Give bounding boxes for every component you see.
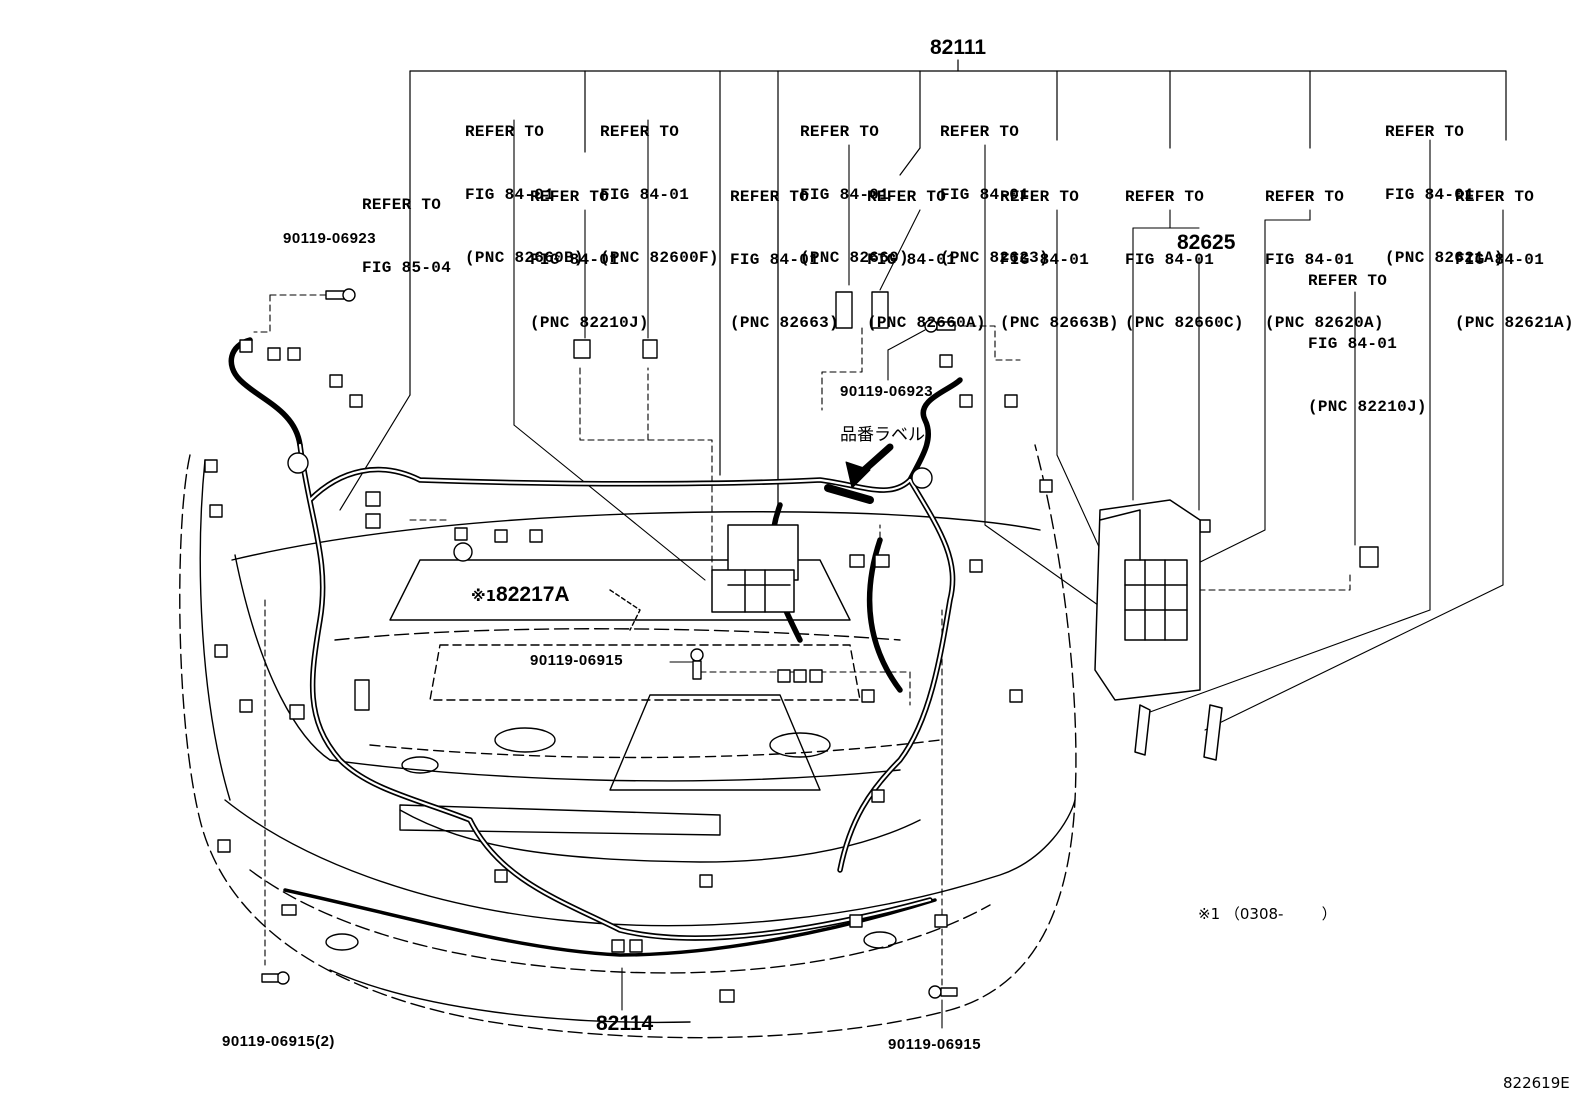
refer-fig: FIG 84-01 — [1125, 251, 1215, 269]
refer-label: REFER TO — [1125, 188, 1205, 206]
refer-fig: FIG 84-01 — [1455, 251, 1545, 269]
bolt-icon-bottom-left — [261, 971, 290, 985]
bolt-icon-top-left — [325, 288, 356, 302]
bolt-icon-center — [690, 648, 704, 680]
refer-label: REFER TO — [530, 188, 610, 206]
refer-label: REFER TO — [1455, 188, 1535, 206]
refer-pnc: (PNC 82600F) — [600, 249, 719, 267]
refer-82663: REFER TO FIG 84-01 (PNC 82663) — [730, 145, 839, 355]
bolt-icons — [261, 288, 958, 999]
refer-fig: FIG 84-01 — [1265, 251, 1355, 269]
refer-82621a-lower: REFER TO FIG 84-01 (PNC 82621A) — [1455, 145, 1574, 355]
refer-pnc: (PNC 82660B) — [465, 249, 584, 267]
bolt-part-number-bottom-left: 90119-06915(2) — [222, 1033, 335, 1050]
refer-pnc: (PNC 82620A) — [1265, 314, 1384, 332]
connectors — [204, 291, 1379, 1003]
refer-pnc: (PNC 82621A) — [1455, 314, 1574, 332]
refer-label: REFER TO — [800, 123, 880, 141]
refer-pnc: (PNC 82623) — [940, 249, 1049, 267]
refer-82663b: REFER TO FIG 84-01 (PNC 82663B) — [1000, 145, 1119, 355]
refer-82623: REFER TO FIG 84-01 (PNC 82623) — [940, 80, 1049, 290]
refer-label: REFER TO — [362, 196, 442, 214]
harness-highlight — [298, 443, 954, 940]
grommet-icons — [287, 452, 933, 562]
refer-82210j-left: REFER TO FIG 84-01 (PNC 82210J) — [530, 145, 649, 355]
refer-fig: FIG 84-01 — [530, 251, 620, 269]
refer-label: REFER TO — [600, 123, 680, 141]
vehicle-body-outline — [179, 444, 1077, 1039]
refer-fig: FIG 84-01 — [1000, 251, 1090, 269]
refer-pnc: (PNC 82660C) — [1125, 314, 1244, 332]
bolt-icon-bottom-right — [928, 985, 958, 999]
refer-fig: FIG 84-01 — [730, 251, 820, 269]
refer-pnc: (PNC 82663B) — [1000, 314, 1119, 332]
refer-pnc: (PNC 82660A) — [867, 314, 986, 332]
refer-label: REFER TO — [1265, 188, 1345, 206]
refer-fig: FIG 84-01 — [465, 186, 555, 204]
refer-label: REFER TO — [940, 123, 1020, 141]
refer-82620a: REFER TO FIG 84-01 (PNC 82620A) — [1265, 145, 1384, 355]
refer-pnc: (PNC 82210J) — [1308, 398, 1427, 416]
part-label-band — [824, 484, 874, 504]
refer-label: REFER TO — [1000, 188, 1080, 206]
refer-pnc: (PNC 82660) — [800, 249, 909, 267]
refer-fig: FIG 84-01 — [800, 186, 890, 204]
refer-82660a: REFER TO FIG 84-01 (PNC 82660A) — [867, 145, 986, 355]
refer-fig: FIG 84-01 — [600, 186, 690, 204]
refer-82621a-upper: REFER TO FIG 84-01 (PNC 82621A) — [1385, 80, 1504, 290]
sub-harness-part-number: ※182217A — [471, 583, 570, 607]
refer-82660c: REFER TO FIG 84-01 (PNC 82660C) — [1125, 145, 1244, 355]
sub-harness-number: 82217A — [496, 583, 570, 606]
relay-block-part-number: 82625 — [1177, 231, 1236, 254]
refer-pnc: (PNC 82621A) — [1385, 249, 1504, 267]
bolt-part-number-top-center: 90119-06923 — [840, 383, 934, 400]
front-harness-part-number: 82114 — [596, 1012, 654, 1035]
refer-82600f: REFER TO FIG 84-01 (PNC 82600F) — [600, 80, 719, 290]
figure-id: 822619E — [1503, 1074, 1570, 1092]
bolt-part-number-bottom-right: 90119-06915 — [888, 1036, 982, 1053]
refer-82210j-right: REFER TO FIG 84-01 (PNC 82210J) — [1308, 229, 1427, 439]
main-harness-bracket — [339, 59, 1507, 511]
marker-mark: ※1 — [471, 587, 497, 605]
refer-82660: REFER TO FIG 84-01 (PNC 82660) — [800, 80, 909, 290]
refer-fig: FIG 84-01 — [940, 186, 1030, 204]
part-label-text: 品番ラベル — [840, 425, 925, 445]
refer-fig: FIG 84-01 — [1308, 335, 1398, 353]
callout-leaders — [513, 119, 1504, 1029]
part-label-arrow — [858, 443, 894, 476]
refer-pnc: (PNC 82210J) — [530, 314, 649, 332]
relay-block-drawing — [711, 499, 1223, 761]
refer-label: REFER TO — [730, 188, 810, 206]
bolt-part-number-top-left: 90119-06923 — [283, 230, 377, 247]
bolt-part-number-center: 90119-06915 — [530, 652, 624, 669]
refer-fig-85-04: REFER TO FIG 85-04 — [362, 153, 451, 300]
refer-fig: FIG 84-01 — [1385, 186, 1475, 204]
refer-fig: FIG 85-04 — [362, 259, 452, 277]
bolt-icon-top-center — [924, 319, 956, 333]
refer-label: REFER TO — [1308, 272, 1388, 290]
refer-label: REFER TO — [1385, 123, 1465, 141]
refer-fig: FIG 84-01 — [867, 251, 957, 269]
footnote: ※1 （0308- ） — [1198, 905, 1337, 923]
refer-label: REFER TO — [465, 123, 545, 141]
refer-pnc: (PNC 82663) — [730, 314, 839, 332]
main-harness-part-number: 82111 — [930, 36, 987, 59]
refer-82660b: REFER TO FIG 84-01 (PNC 82660B) — [465, 80, 584, 290]
refer-label: REFER TO — [867, 188, 947, 206]
